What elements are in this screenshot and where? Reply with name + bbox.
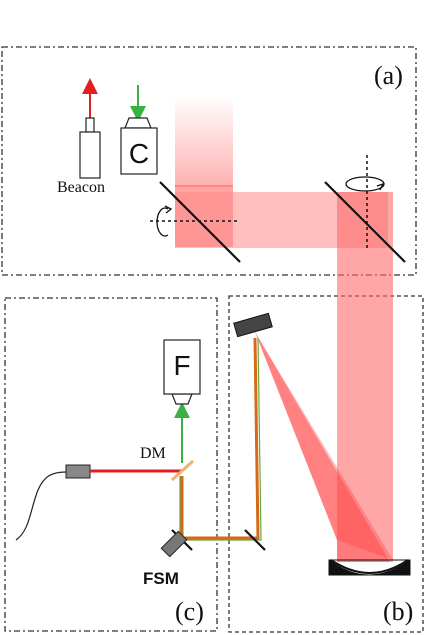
- curved-mirror-face: [330, 559, 409, 574]
- fsm-actuator: [160, 530, 188, 558]
- dichroic-mirror: [170, 459, 195, 482]
- mirror-2-rotation-arrowhead-icon: [376, 182, 385, 191]
- beacon-body: [79, 131, 101, 179]
- panel-c-label: (c): [175, 597, 204, 626]
- panel-b-frame: [228, 295, 424, 633]
- panel-c-frame: [4, 297, 218, 632]
- mirror-2-rotation-icon: [345, 176, 385, 192]
- dichroic-mirror-label: DM: [140, 445, 166, 462]
- fold-mirror-right: [244, 529, 266, 551]
- steering-mirror-1: [159, 181, 241, 263]
- steering-mirror-b: [233, 312, 273, 338]
- beacon-label: Beacon: [57, 179, 105, 196]
- beacon-nozzle: [85, 117, 95, 133]
- fsm-label: FSM: [143, 569, 179, 588]
- beam-path-orange: [180, 337, 260, 540]
- camera-c-lens: [124, 117, 152, 129]
- curved-primary-mirror: [328, 559, 411, 576]
- focused-beam-overlap: [255, 332, 393, 560]
- camera-f-label: F: [173, 350, 190, 381]
- panel-b-label: (b): [383, 597, 413, 626]
- incoming-beam-fade: [175, 95, 233, 187]
- camera-c-body: [120, 127, 158, 175]
- panel-a-label: (a): [374, 61, 403, 90]
- steering-mirror-2: [324, 181, 406, 263]
- mirror-1-rotation-arrowhead-icon: [164, 205, 173, 214]
- beam-path-green: [179, 337, 262, 541]
- mirror-1-rotation-icon: [156, 207, 169, 237]
- camera-f-body: [163, 339, 201, 395]
- camera-c-label: C: [129, 138, 149, 169]
- camera-f-lens: [171, 393, 193, 405]
- fiber-collimator: [65, 464, 91, 479]
- fiber-cable: [15, 471, 67, 541]
- focused-beam-cone: [255, 332, 390, 562]
- panel-a-frame: [1, 46, 417, 276]
